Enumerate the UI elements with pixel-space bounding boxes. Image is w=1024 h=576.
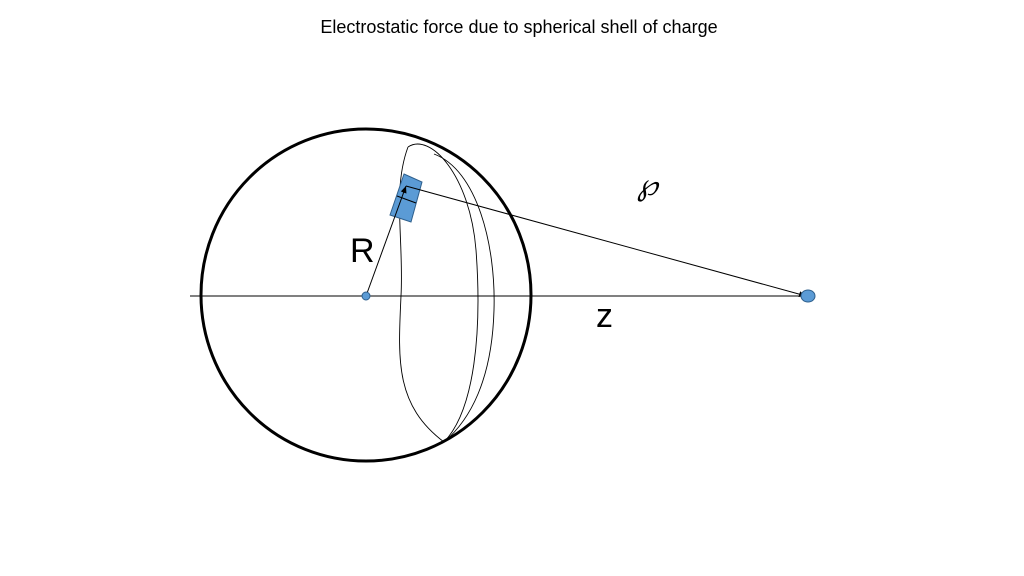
charge-element <box>389 173 423 223</box>
distance-label: z <box>596 297 613 335</box>
separation-vector <box>405 185 807 298</box>
test-charge-point <box>800 289 816 303</box>
spherical-shell <box>199 127 533 463</box>
shell-center-point <box>361 291 371 301</box>
slide-title: Electrostatic force due to spherical she… <box>320 17 718 37</box>
ring-outer-curve <box>433 153 495 443</box>
script-p-label: ℘ <box>637 168 660 203</box>
ring-inner-curve <box>407 143 479 443</box>
radius-line <box>365 185 407 297</box>
radius-label: R <box>350 232 375 270</box>
